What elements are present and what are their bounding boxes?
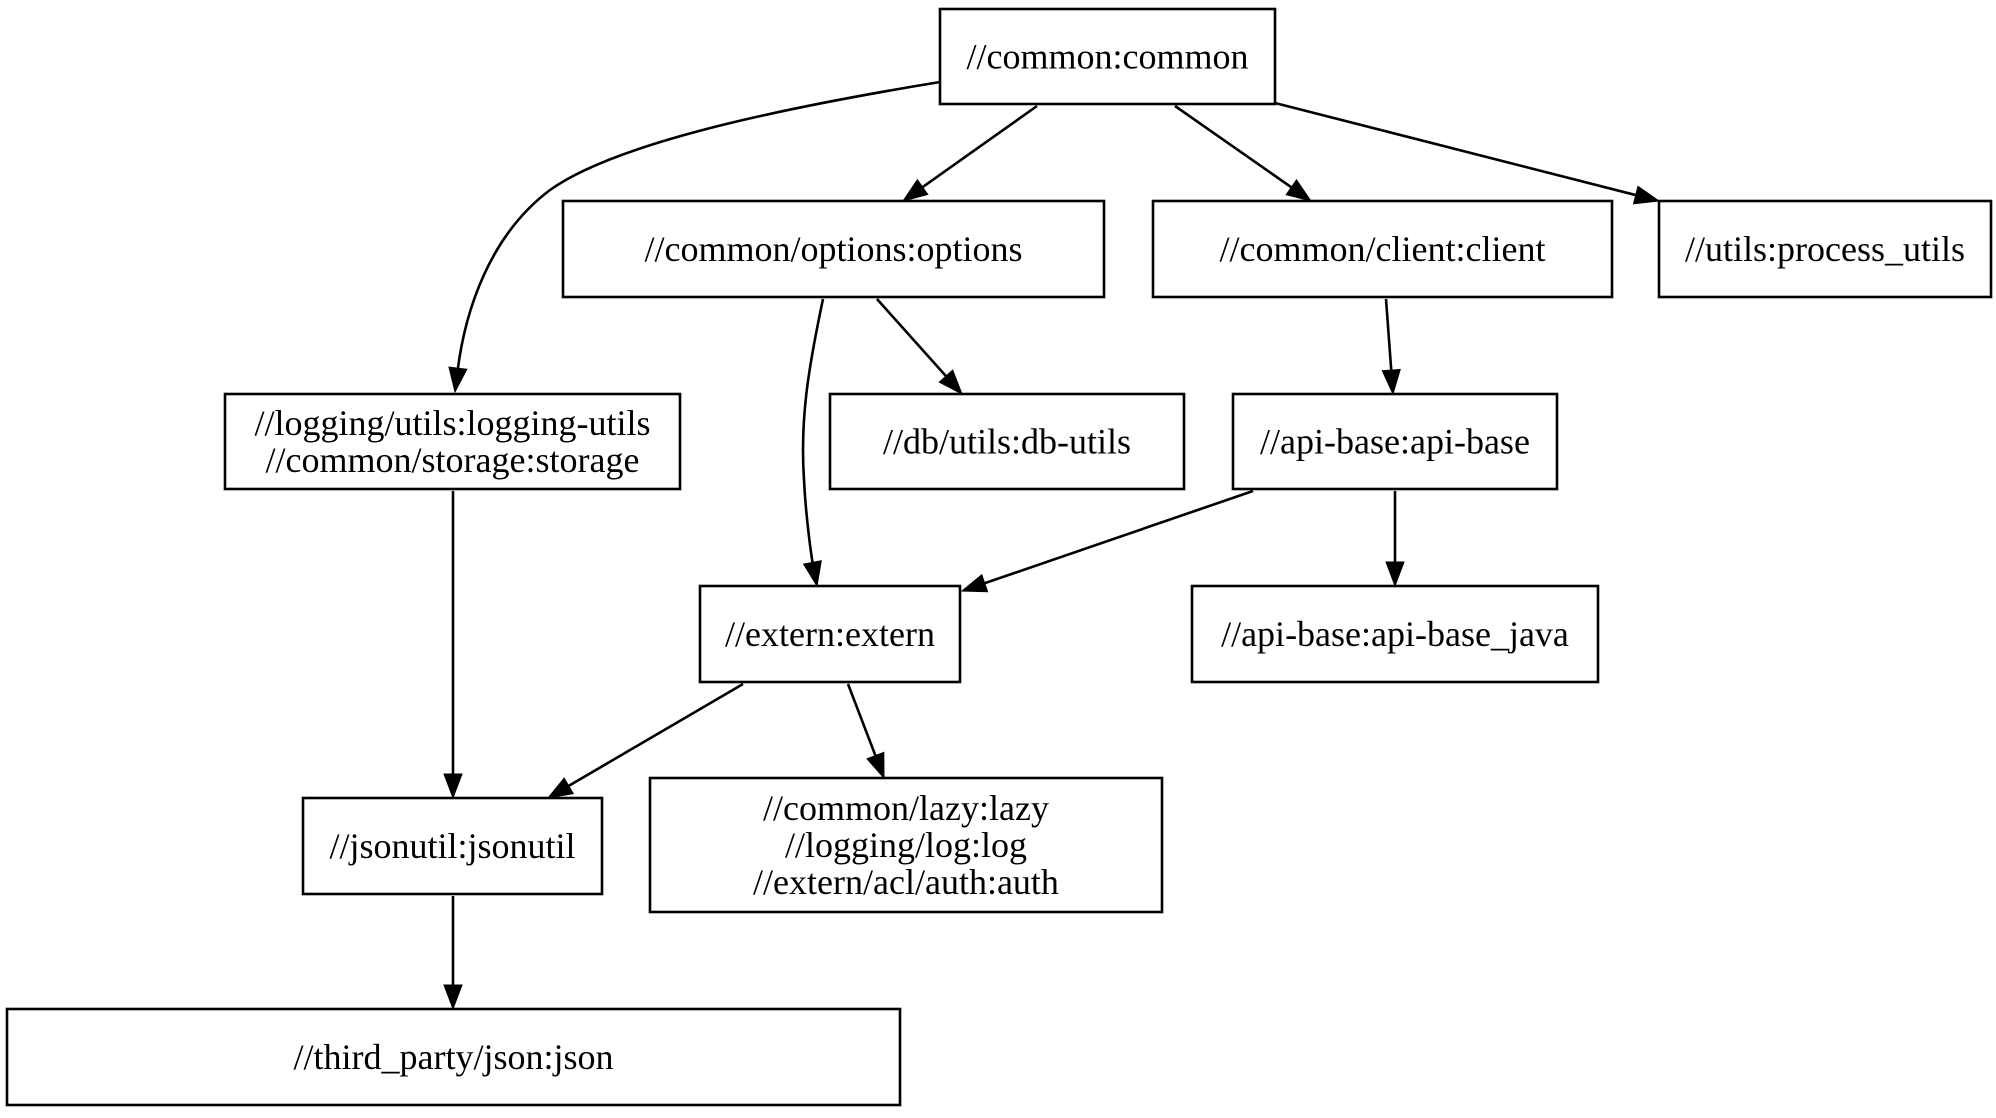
node-label: //common/storage:storage [266,440,640,480]
arrowhead-icon [1285,179,1313,202]
node-box [828,392,1186,491]
node-json: //third_party/json:json [5,1007,902,1107]
node-label: //common:common [967,37,1249,77]
edge-line [1274,101,1640,198]
node-db-utils: //db/utils:db-utils [828,392,1186,491]
edge-extern-to-jsonutil [546,682,744,799]
edge-line [1384,298,1393,375]
arrowhead-icon [960,573,989,593]
edge-line [876,298,950,380]
arrowhead-icon [938,369,963,396]
node-box [223,392,682,491]
node-extern: //extern:extern [698,584,962,684]
node-label: //utils:process_utils [1685,229,1965,269]
node-logging-storage: //logging/utils:logging-utils//common/st… [223,392,682,491]
edge-line [801,298,825,567]
edge-options-to-db_utils [876,298,963,396]
arrowhead-icon [443,773,463,800]
node-process-utils: //utils:process_utils [1657,199,1993,299]
node-label: //extern/acl/auth:auth [753,862,1059,902]
edge-api_base-to-api_base_java [1385,491,1405,588]
edge-common-to-client [1174,104,1313,202]
node-label: //api-base:api-base_java [1221,614,1569,654]
edge-jsonutil-to-json [443,896,463,1011]
node-label: //common/lazy:lazy [763,788,1049,828]
node-label: //common/options:options [644,229,1022,269]
edge-common-to-process_utils [1274,101,1661,205]
node-client: //common/client:client [1151,199,1614,299]
node-box [938,7,1277,106]
edge-line [456,80,941,373]
node-label: //extern:extern [725,614,935,654]
node-box [301,796,604,896]
edge-logging_storage-to-jsonutil [443,491,463,800]
edge-line [846,683,879,760]
node-label: //api-base:api-base [1260,422,1530,462]
edge-options-to-extern [801,298,825,588]
arrowhead-icon [546,777,575,799]
node-box [1190,584,1600,684]
node-options: //common/options:options [561,199,1106,299]
node-common: //common:common [938,7,1277,106]
arrowhead-icon [448,366,468,394]
node-label: //db/utils:db-utils [883,422,1131,462]
edge-extern-to-lazy_log_auth [846,683,885,780]
edge-client-to-api_base [1381,298,1401,396]
node-api-base: //api-base:api-base [1231,392,1559,491]
node-label: //third_party/json:json [294,1037,614,1077]
edge-common-to-options [901,104,1038,202]
node-box [1657,199,1993,299]
arrowhead-icon [1385,561,1405,588]
node-box [1151,199,1614,299]
arrowhead-icon [866,751,885,780]
node-jsonutil: //jsonutil:jsonutil [301,796,604,896]
arrowhead-icon [443,984,463,1011]
edge-line [918,104,1038,191]
arrowhead-icon [1381,368,1401,396]
node-label: //jsonutil:jsonutil [329,826,575,866]
edge-line [1174,104,1296,191]
node-box [698,584,962,684]
edge-line [564,682,744,790]
node-api-base-java: //api-base:api-base_java [1190,584,1600,684]
edge-common-to-logging_storage [448,80,941,394]
node-box [648,776,1164,914]
node-box [5,1007,902,1107]
nodes-layer: //common:common //common/options:options /… [5,7,1993,1107]
node-label: //logging/utils:logging-utils [254,403,650,443]
node-label: //logging/log:log [785,825,1027,865]
node-lazy-log-auth: //common/lazy:lazy//logging/log:log//ext… [648,776,1164,914]
edge-api_base-to-extern [960,489,1254,593]
edge-line [980,489,1254,586]
node-label: //common/client:client [1220,229,1546,269]
node-box [1231,392,1559,491]
arrowhead-icon [901,178,929,202]
node-box [561,199,1106,299]
edges-layer [443,80,1661,1011]
arrowhead-icon [802,560,822,588]
arrowhead-icon [1632,185,1661,205]
